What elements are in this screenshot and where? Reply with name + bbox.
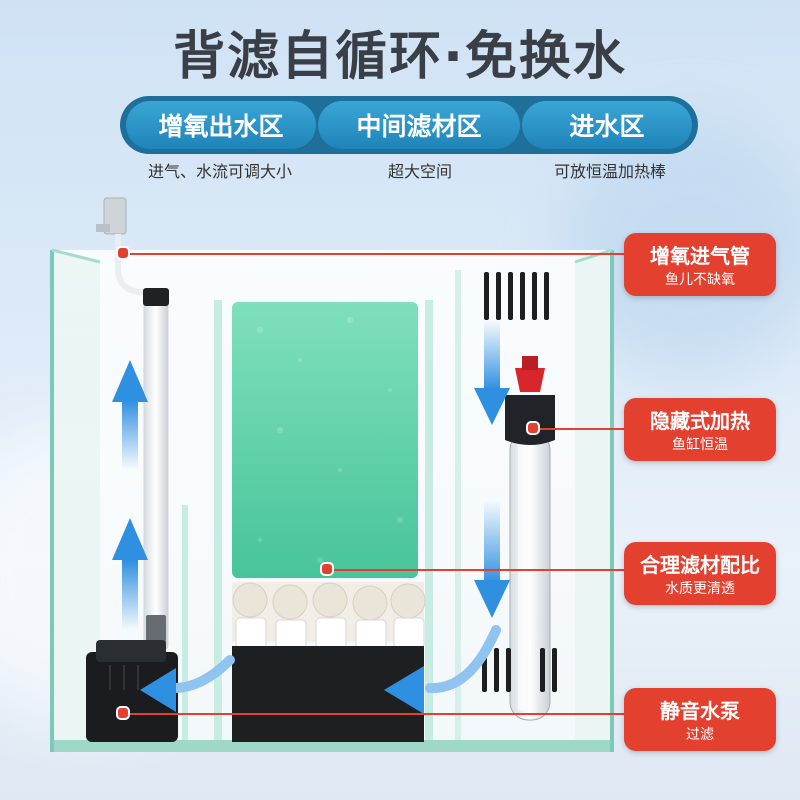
zone-inlet-desc: 可放恒温加热棒 xyxy=(553,162,666,181)
sponge-texture xyxy=(257,317,403,563)
callout-line-heater xyxy=(532,428,630,430)
callout-dot-air-tube xyxy=(116,246,130,260)
callout-filter-media: 合理滤材配比 水质更清透 xyxy=(624,542,776,605)
air-inlet-tube xyxy=(96,197,146,295)
heater xyxy=(505,356,555,721)
callout-subtitle: 鱼缸恒温 xyxy=(672,437,728,453)
zone-inlet: 进水区 xyxy=(522,101,692,149)
inlet-vent-bottom xyxy=(482,648,557,692)
callout-subtitle: 水质更清透 xyxy=(665,581,735,597)
callout-dot-filter xyxy=(320,562,334,576)
callout-subtitle: 过滤 xyxy=(686,727,714,743)
callout-title: 增氧进气管 xyxy=(650,244,750,268)
headline: 背滤自循环·免换水 xyxy=(173,27,627,87)
callout-pump: 静音水泵 过滤 xyxy=(624,688,776,751)
callout-title: 隐藏式加热 xyxy=(650,409,750,433)
callout-line-pump xyxy=(122,713,630,715)
zone-filter-media: 中间滤材区 xyxy=(318,101,520,149)
green-filter-sponge xyxy=(232,302,418,578)
callout-dot-heater xyxy=(526,421,540,435)
outlet-pipe xyxy=(143,288,169,651)
callout-line-air-tube xyxy=(122,253,630,255)
callout-air-tube: 增氧进气管 鱼儿不缺氧 xyxy=(624,233,776,296)
zone-outlet: 增氧出水区 xyxy=(126,101,316,149)
water-pump xyxy=(86,640,178,742)
ceramic-ring-media xyxy=(232,582,426,651)
filter-dividers xyxy=(182,270,461,740)
callout-dot-pump xyxy=(116,706,130,720)
callout-heater: 隐藏式加热 鱼缸恒温 xyxy=(624,398,776,461)
inlet-vent-top xyxy=(484,272,549,320)
flow-arrows xyxy=(112,320,510,714)
callout-title: 合理滤材配比 xyxy=(640,553,760,577)
zone-filter-desc: 超大空间 xyxy=(387,162,452,181)
zone-outlet-desc: 进气、水流可调大小 xyxy=(147,162,292,181)
callout-line-filter xyxy=(326,569,630,571)
callout-subtitle: 鱼儿不缺氧 xyxy=(665,272,735,288)
callout-title: 静音水泵 xyxy=(660,699,740,723)
